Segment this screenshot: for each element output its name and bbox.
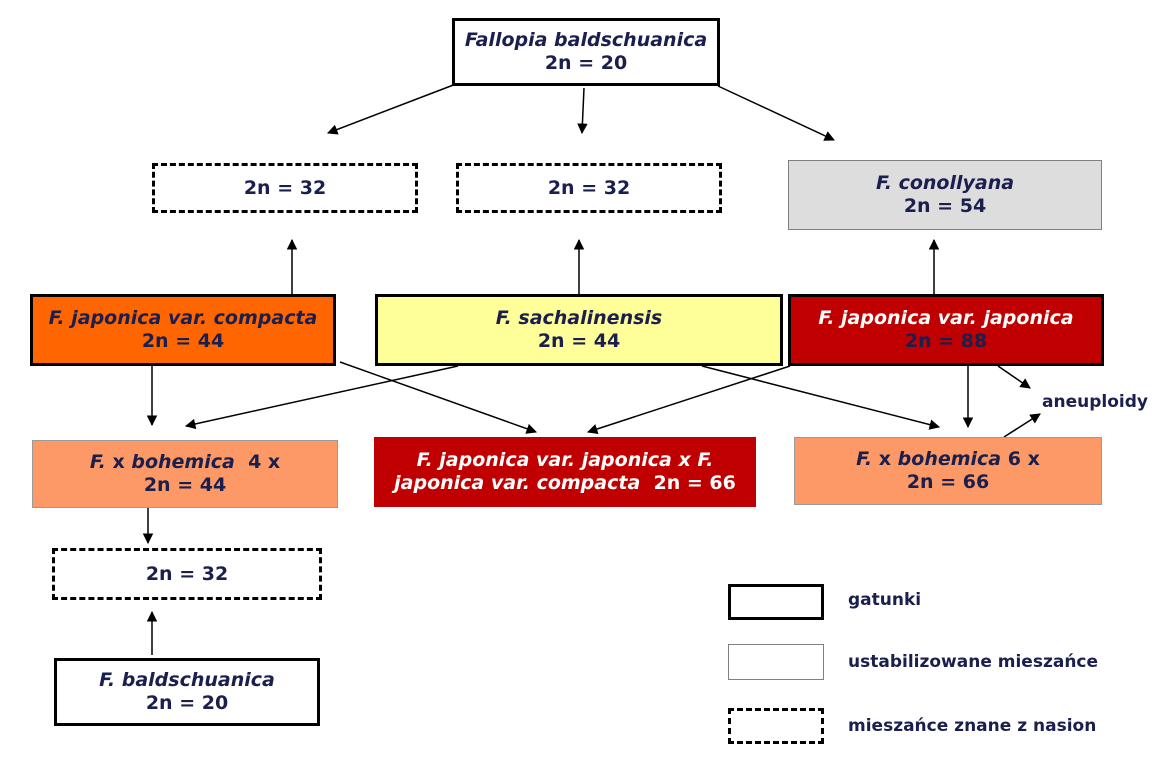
arrow-japonica-to-hybrid-mid xyxy=(587,365,791,435)
hybrid-line-2: japonica var. compacta 2n = 66 xyxy=(394,472,736,495)
node-f-sachalinensis: F. sachalinensis 2n = 44 xyxy=(375,294,783,366)
node-ploidy: 2n = 66 xyxy=(906,471,990,493)
node-name: F. japonica var. compacta xyxy=(48,307,318,329)
node-name: F. conollyana xyxy=(875,172,1015,194)
label-aneuploidy: aneuploidy xyxy=(1042,392,1148,412)
node-name: F. sachalinensis xyxy=(495,307,663,329)
legend-label-species: gatunki xyxy=(848,590,922,610)
arrow-compacta-to-hybrid-mid xyxy=(339,361,537,434)
hybrid-line-1: F. japonica var. japonica x F. xyxy=(417,449,714,472)
name-ploidy-level: 6 x xyxy=(1007,448,1040,470)
arrow-sachalinensis-to-bohemica4 xyxy=(184,365,459,430)
legend-label-seeds: mieszańce znane z nasion xyxy=(848,716,1097,736)
node-ploidy: 2n = 44 xyxy=(141,330,225,352)
name-epithet: bohemica xyxy=(897,448,1002,470)
arrow-fallopia-to-seed-mid xyxy=(577,87,588,135)
node-seed-hybrid-left: 2n = 32 xyxy=(152,163,418,213)
legend-swatch-species xyxy=(728,584,824,620)
arrow-bohemica6-to-aneuploidy xyxy=(1003,413,1041,438)
name-cross: x xyxy=(878,448,892,470)
node-f-japonica-japonica: F. japonica var. japonica 2n = 88 xyxy=(788,294,1104,366)
ploidy-prefix: 2n = xyxy=(903,195,960,217)
node-ploidy: 2n = 44 xyxy=(537,330,621,352)
node-f-conollyana: F. conollyana 2n = 54 xyxy=(788,160,1102,230)
legend-label-stable: ustabilizowane mieszańce xyxy=(848,652,1099,672)
hybrid-parent-2: japonica var. compacta xyxy=(394,472,641,494)
node-seed-hybrid-bottom: 2n = 32 xyxy=(52,548,322,600)
name-genus: F. xyxy=(856,448,873,470)
node-name: F. baldschuanica xyxy=(99,669,275,691)
legend-swatch-stable xyxy=(728,644,824,680)
node-fallopia-baldschuanica: Fallopia baldschuanica 2n = 20 xyxy=(452,18,720,86)
node-ploidy: 2n = 88 xyxy=(904,330,988,352)
node-japonica-x-compacta-hybrid: F. japonica var. japonica x F. japonica … xyxy=(374,437,756,507)
hybrid-cross: x F. xyxy=(678,449,714,471)
node-seed-hybrid-middle: 2n = 32 xyxy=(456,163,722,213)
hybrid-parent-1: F. japonica var. japonica xyxy=(416,449,672,471)
name-epithet: bohemica xyxy=(131,451,235,473)
node-name: F. x bohemica 6 x xyxy=(856,448,1040,471)
node-ploidy: 2n = 32 xyxy=(145,562,229,585)
node-ploidy: 2n = 54 xyxy=(904,195,986,218)
node-ploidy: 2n = 32 xyxy=(243,176,327,199)
name-genus: F. xyxy=(89,451,106,473)
node-name: F. japonica var. japonica xyxy=(818,307,1074,329)
node-ploidy: 2n = 32 xyxy=(547,176,631,199)
node-ploidy: 2n = 44 xyxy=(143,474,227,496)
node-name: F. x bohemica 4 x xyxy=(90,451,280,474)
node-f-bohemica-4x: F. x bohemica 4 x 2n = 44 xyxy=(32,440,338,508)
name-ploidy-level: 4 x xyxy=(248,451,281,473)
arrow-fallopia-to-conollyana xyxy=(717,85,835,141)
node-f-bohemica-6x: F. x bohemica 6 x 2n = 66 xyxy=(794,437,1102,505)
node-ploidy: 2n = 20 xyxy=(544,52,628,74)
node-f-baldschuanica: F. baldschuanica 2n = 20 xyxy=(54,658,320,726)
node-ploidy: 2n = 20 xyxy=(145,692,229,714)
node-name: Fallopia baldschuanica xyxy=(464,29,708,51)
node-ploidy: 2n = 66 xyxy=(653,472,736,494)
node-f-japonica-compacta: F. japonica var. compacta 2n = 44 xyxy=(30,294,336,366)
legend-swatch-seeds xyxy=(728,708,824,744)
arrow-fallopia-to-seed-left xyxy=(327,83,457,135)
arrow-sachalinensis-to-bohemica6 xyxy=(701,365,941,430)
arrow-japonica-to-aneuploidy xyxy=(997,365,1031,389)
ploidy-value: 54 xyxy=(959,195,987,217)
name-cross: x xyxy=(112,451,125,473)
